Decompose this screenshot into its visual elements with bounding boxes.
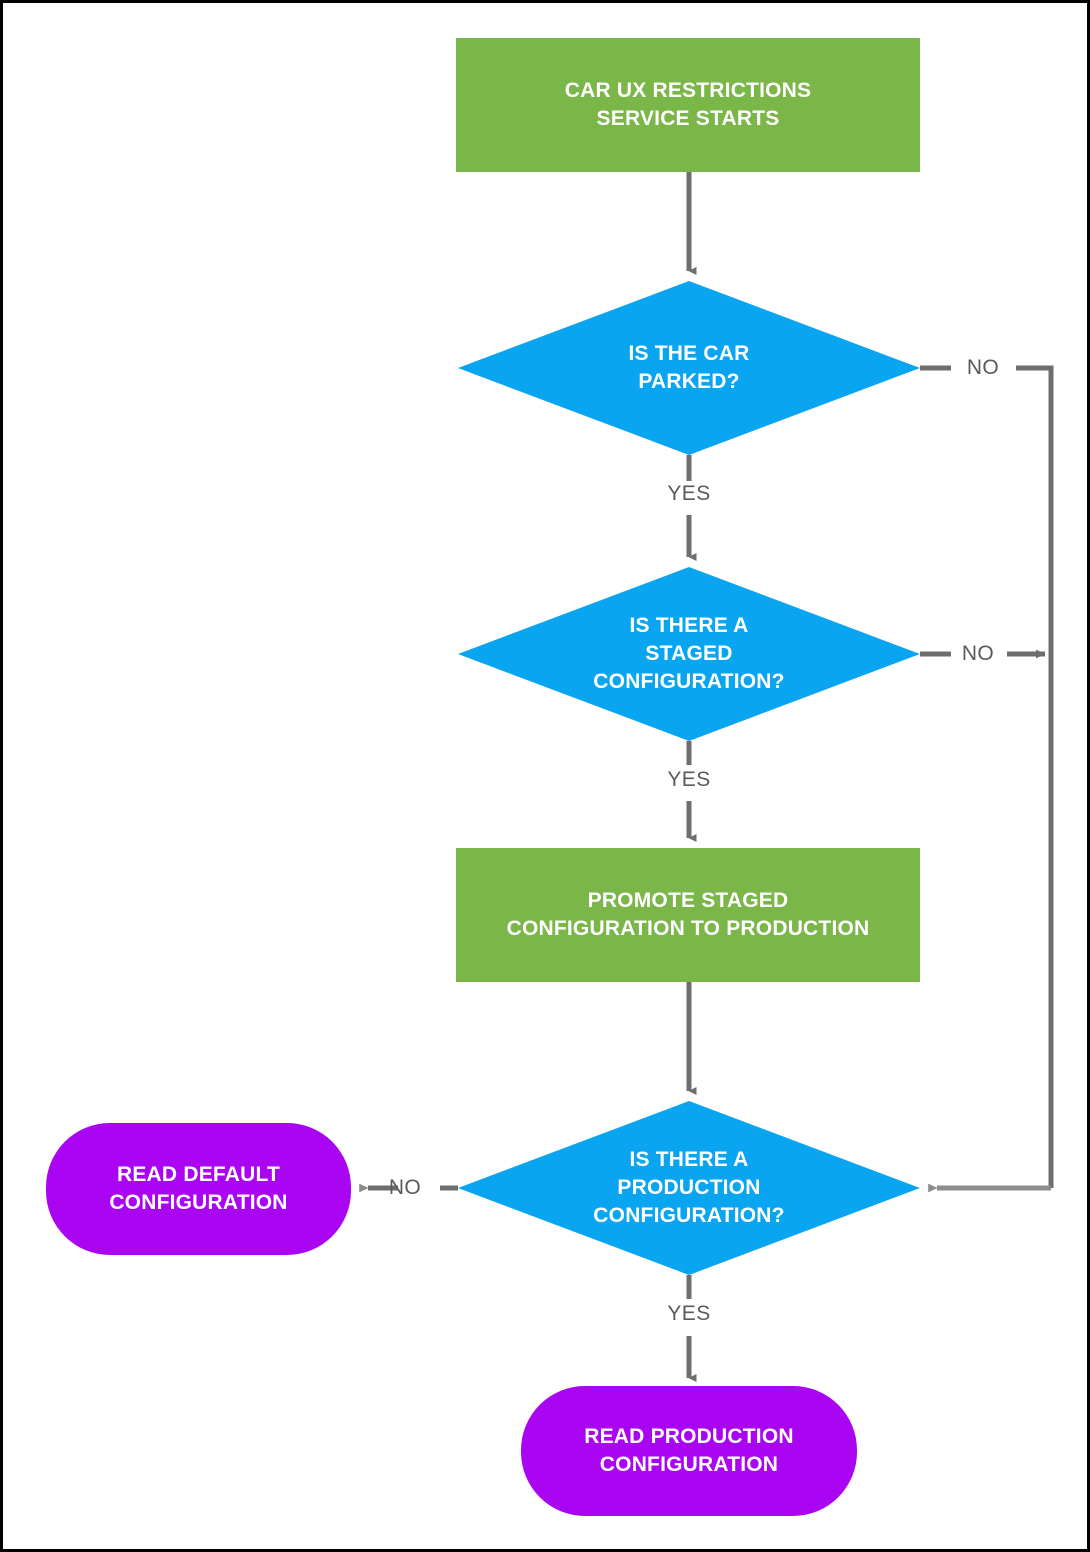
edge-label-yes-production: YES <box>667 1302 711 1325</box>
flowchart-graphics <box>46 38 1054 1516</box>
node-start-shape <box>456 38 920 172</box>
edge-label-yes-parked: YES <box>667 482 711 505</box>
node-decision-parked-shape <box>458 281 920 455</box>
node-decision-staged-shape <box>458 567 920 741</box>
node-read-default-shape <box>46 1123 351 1255</box>
node-read-production-shape <box>521 1386 857 1516</box>
node-decision-production-shape <box>458 1101 920 1275</box>
edge-parked-no-route <box>1016 365 1054 1188</box>
edge-label-yes-staged: YES <box>667 768 711 791</box>
edge-label-no-staged: NO <box>961 642 995 665</box>
node-promote-shape <box>456 848 920 982</box>
edge-label-no-production: NO <box>388 1176 422 1199</box>
edge-label-no-parked: NO <box>966 356 1000 379</box>
